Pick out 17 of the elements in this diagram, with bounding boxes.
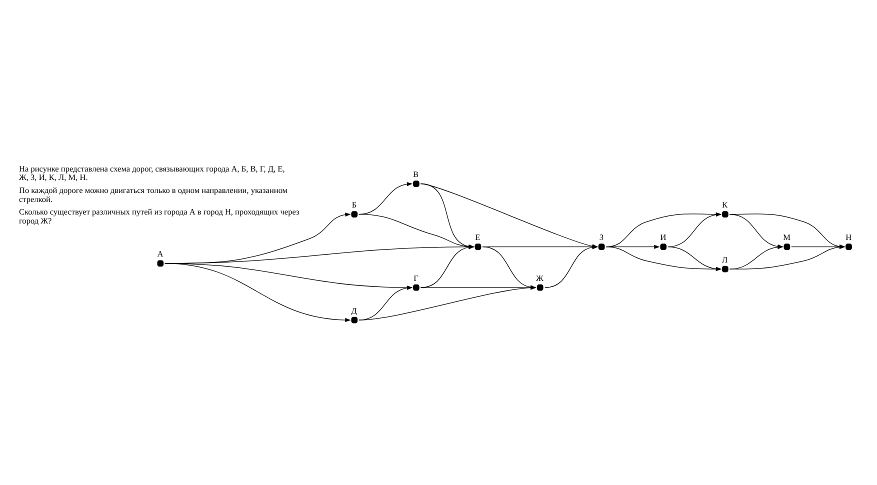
node-circle (846, 243, 852, 250)
node-circle (722, 265, 728, 272)
node-circle (413, 284, 420, 290)
node-circle (351, 316, 358, 323)
node-circle (413, 180, 420, 186)
node-circle (598, 243, 605, 250)
arrow (482, 246, 536, 289)
arrow (358, 285, 536, 320)
node-circle (474, 243, 482, 250)
node-circle (351, 210, 358, 218)
arrow (164, 262, 351, 322)
node-circle (784, 243, 790, 250)
node-circle (157, 260, 164, 266)
node-circle (722, 210, 728, 218)
node-circle (660, 243, 667, 250)
arrow (420, 285, 536, 290)
node-circle (536, 284, 544, 290)
